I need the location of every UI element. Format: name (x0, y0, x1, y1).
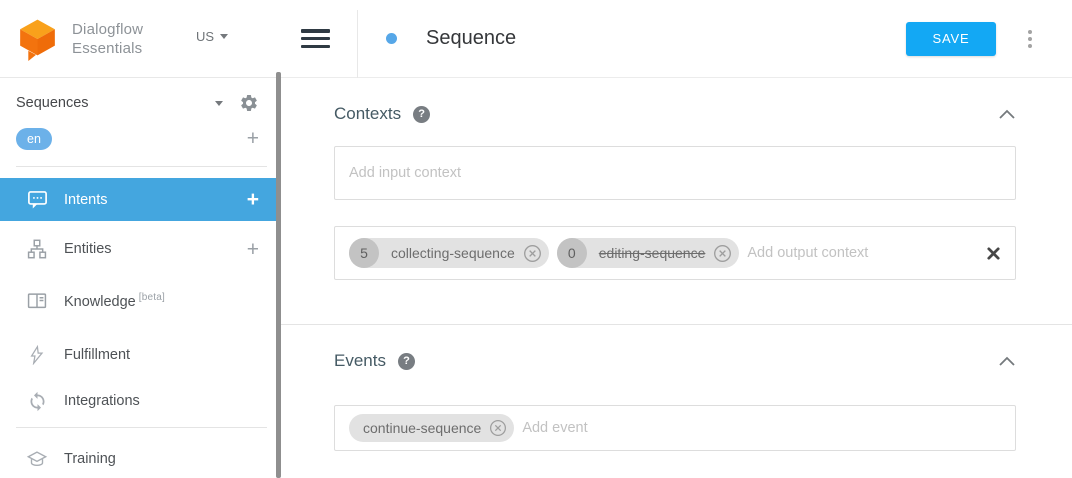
add-output-context-input[interactable] (747, 245, 978, 261)
remove-chip-icon[interactable] (489, 419, 507, 437)
language-pill[interactable]: en (16, 128, 52, 150)
sidebar-item-knowledge[interactable]: Knowledge[beta] (0, 283, 281, 319)
hamburger-menu-icon[interactable] (301, 29, 330, 48)
main-header: Sequence SAVE (281, 0, 1072, 78)
sidebar-item-intents[interactable]: Intents + (0, 178, 281, 221)
add-input-context-input[interactable] (349, 165, 1001, 181)
intent-editor: Contexts ? 5 collecting-sequence (281, 78, 1072, 451)
help-icon[interactable]: ? (397, 352, 415, 370)
event-chip[interactable]: continue-sequence (349, 414, 515, 442)
region-label: US (196, 29, 215, 44)
add-event-input[interactable] (522, 420, 1001, 436)
sidebar-item-label: Intents (64, 191, 108, 208)
sidebar: Dialogflow Essentials US Sequences en + (0, 0, 281, 478)
divider (16, 427, 267, 428)
graduation-cap-icon (26, 448, 48, 470)
agent-name: Sequences (16, 95, 89, 111)
help-icon[interactable]: ? (413, 105, 431, 123)
language-row: en + (0, 126, 281, 152)
output-context-field[interactable]: 5 collecting-sequence 0 editing-sequence (334, 226, 1016, 280)
save-button[interactable]: SAVE (906, 21, 996, 56)
brand-line1: Dialogflow (72, 21, 144, 38)
sidebar-item-training[interactable]: Training (0, 441, 281, 477)
contexts-section-header: Contexts ? (334, 104, 1016, 124)
chevron-up-icon[interactable] (998, 355, 1016, 367)
gear-icon[interactable] (239, 93, 259, 113)
chat-bubble-icon (26, 189, 48, 211)
chevron-down-icon (220, 34, 229, 39)
main-panel: Sequence SAVE Contexts ? 5 collecting-se… (281, 0, 1072, 478)
sidebar-header: Dialogflow Essentials US (0, 0, 281, 78)
dialogflow-logo-icon (20, 19, 55, 61)
page-title: Sequence (426, 27, 517, 49)
sidebar-item-label: Training (64, 451, 116, 467)
brand-line2: Essentials (72, 40, 143, 57)
sidebar-item-fulfillment[interactable]: Fulfillment (0, 337, 281, 373)
beta-badge: [beta] (138, 292, 165, 304)
remove-chip-icon[interactable] (713, 244, 732, 263)
hierarchy-icon (26, 238, 48, 260)
sidebar-item-entities[interactable]: Entities + (0, 231, 281, 267)
add-language-icon[interactable]: + (246, 127, 259, 150)
divider (16, 166, 267, 167)
context-lifespan[interactable]: 0 (556, 238, 587, 268)
chevron-up-icon[interactable] (998, 108, 1016, 120)
context-name: collecting-sequence (391, 245, 515, 261)
sidebar-item-label: Integrations (64, 393, 140, 409)
sidebar-item-label: Fulfillment (64, 347, 131, 363)
bolt-icon (26, 344, 48, 366)
sync-icon (26, 390, 48, 412)
section-divider (281, 324, 1072, 325)
add-entity-icon[interactable]: + (246, 237, 259, 261)
sidebar-item-label: Knowledge[beta] (64, 292, 165, 310)
events-title: Events (334, 351, 386, 370)
kebab-menu-icon[interactable] (1024, 26, 1036, 52)
clear-all-icon[interactable] (986, 246, 1001, 261)
contexts-title: Contexts (334, 104, 402, 123)
add-intent-icon[interactable]: + (246, 188, 259, 211)
book-icon (26, 290, 48, 312)
events-field[interactable]: continue-sequence (334, 405, 1016, 451)
divider (357, 10, 358, 78)
context-name: editing-sequence (598, 245, 706, 261)
sidebar-item-integrations[interactable]: Integrations (0, 383, 281, 419)
output-context-chip[interactable]: 0 editing-sequence (556, 238, 740, 268)
intent-status-dot (386, 33, 397, 44)
chevron-down-icon (215, 101, 223, 106)
output-context-chip[interactable]: 5 collecting-sequence (349, 238, 549, 268)
agent-selector[interactable]: Sequences (0, 90, 281, 116)
brand-name: Dialogflow Essentials (72, 20, 143, 58)
region-selector[interactable]: US (196, 29, 229, 44)
events-section-header: Events ? (334, 351, 1016, 371)
input-context-field[interactable] (334, 146, 1016, 200)
context-lifespan[interactable]: 5 (349, 238, 379, 268)
event-name: continue-sequence (363, 420, 482, 436)
sidebar-scrollbar[interactable] (276, 72, 281, 478)
sidebar-item-label: Entities (64, 241, 112, 257)
remove-chip-icon[interactable] (523, 244, 542, 263)
